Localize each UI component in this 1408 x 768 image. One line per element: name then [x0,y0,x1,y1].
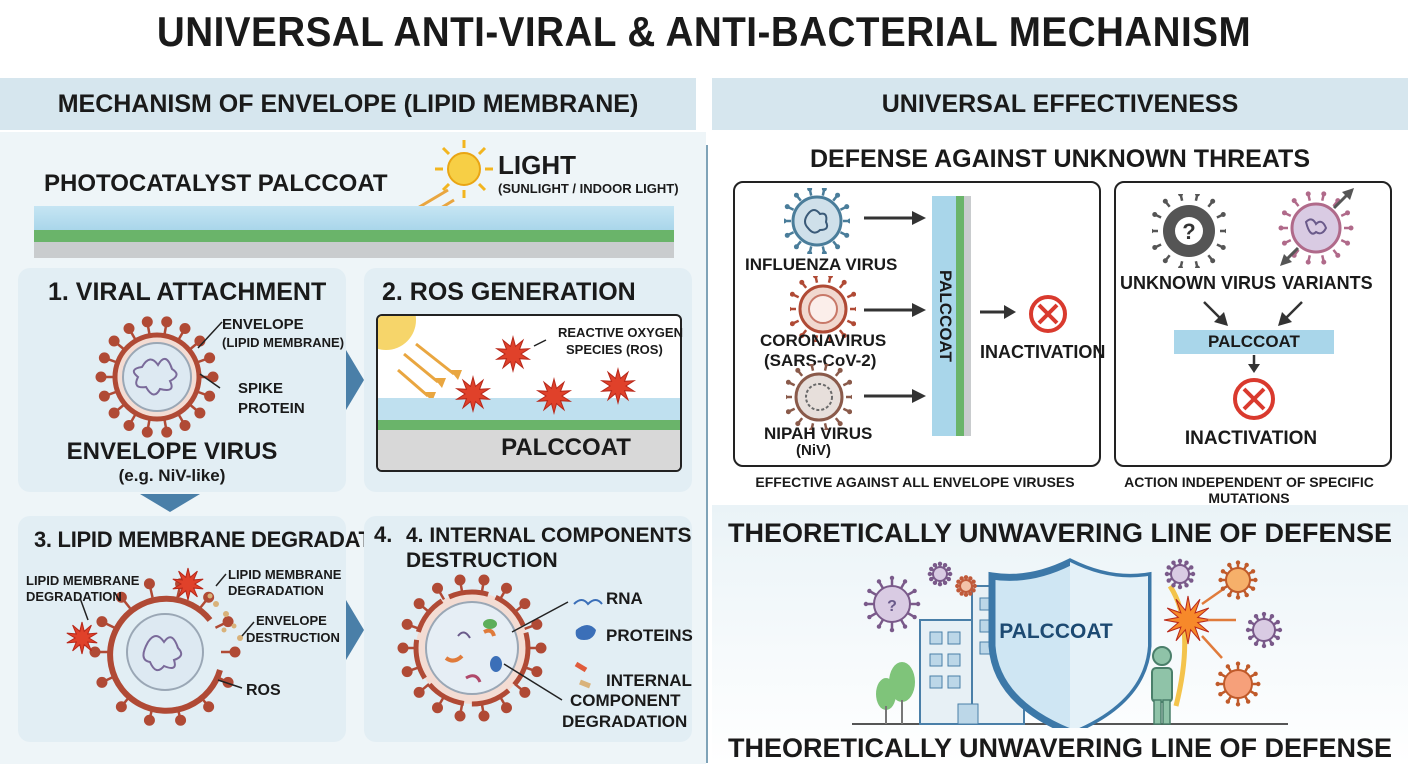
step1-pointer-lines [197,321,223,389]
coronavirus-label-1: CORONAVIRUS [760,331,887,350]
variants-virus-icon [1278,188,1354,266]
inactivation-label-1: INACTIVATION [980,342,1106,362]
light-label: LIGHT [498,150,576,180]
internal-label-2: COMPONENT [570,691,681,710]
envelope-label: ENVELOPE [222,316,304,333]
step2-coat-label: PALCCOAT [501,434,631,461]
converge-arrows [1203,301,1303,326]
envelope-virus-sub-label: (e.g. NiV-like) [118,466,226,485]
membrane-degradation-graphic [66,567,255,726]
shield-label: PALCCOAT [999,620,1113,643]
coronavirus-icon [790,276,856,342]
step2-title: 2. ROS GENERATION [382,278,636,306]
ros-label-step3: ROS [246,682,281,699]
ros-scene: PALCCOAT [376,314,682,472]
nipah-label-2: (NiV) [796,442,831,459]
section-divider [706,145,708,763]
membrane-deg-label-1a: LIPID MEMBRANE [26,573,140,588]
spike-label-1: SPIKE [238,380,284,397]
internal-destruction-graphic [397,574,603,722]
membrane-deg-label-2a: LIPID MEMBRANE [228,567,342,582]
flow-arrow-right-2 [346,600,364,660]
coating-green-layer [34,230,674,242]
palccoat-bar: PALCCOAT [1174,330,1334,354]
barrier-green [956,196,964,436]
barrier-gray [964,196,971,436]
influenza-label: INFLUENZA VIRUS [745,255,898,274]
coating-blue-layer [34,206,674,230]
envelope-destruction-label-b: DESTRUCTION [246,630,340,645]
inactivation-label-2: INACTIVATION [1184,428,1318,449]
barrier-blue [932,196,956,436]
step4-title-line2: DESTRUCTION [406,549,558,572]
ros-label-1: REACTIVE OXYGEN [558,325,683,340]
coating-gray-layer [34,242,674,258]
membrane-deg-label-2b: DEGRADATION [228,583,324,598]
left-section-header: MECHANISM OF ENVELOPE (LIPID MEMBRANE) D… [0,78,696,170]
virus-to-barrier-arrows [864,211,926,403]
light-sub-label: (SUNLIGHT / INDOOR LIGHT) [498,181,679,196]
rna-label: RNA [606,589,643,608]
envelope-sub-label: (LIPID MEMBRANE) [222,335,345,350]
nipah-virus-icon [786,364,852,430]
step3-title: 3. LIPID MEMBRANE DEGRADATION [34,527,410,552]
step4-title-num: 4. [374,522,393,547]
inactivation-icon-2 [1233,355,1275,420]
proteins-label: PROTEINS [606,626,693,645]
internal-label-3: DEGRADATION [562,712,688,731]
envelope-virus-icon [95,316,219,438]
unknown-virus-icon: ? [1152,194,1226,268]
variants-label: VARIANTS [1282,273,1373,293]
nipah-label-1: NIPAH VIRUS [764,424,873,443]
internal-label-1: INTERNAL [606,671,692,690]
inactivation-icon-1 [980,295,1067,333]
unknown-virus-label: UNKNOWN VIRUS [1120,273,1276,293]
defense-scene-graphic: ? [852,558,1288,728]
ros-scene-graphic [378,316,680,470]
coronavirus-label-2: (SARS-CoV-2) [764,351,877,370]
membrane-deg-label-1b: DEGRADATION [26,589,122,604]
ros-label-2: SPECIES (ROS) [566,342,663,357]
envelope-destruction-label-a: ENVELOPE [256,613,327,628]
line-of-defense-title: THEORETICALLY UNWAVERING LINE OF DEFENSE [727,518,1393,548]
step4-title-line1: 4. INTERNAL COMPONENTS [406,524,692,547]
svg-text:?: ? [1182,219,1195,244]
line-of-defense-bottom: THEORETICALLY UNWAVERING LINE OF DEFENSE [727,733,1393,763]
envelope-virus-label: ENVELOPE VIRUS [66,438,278,465]
coating-label: PHOTOCATALYST PALCCOAT [44,170,388,197]
influenza-virus-icon [784,188,850,254]
step1-title: 1. VIRAL ATTACHMENT [48,278,327,306]
flow-arrow-down [140,494,200,512]
box2-caption: ACTION INDEPENDENT OF SPECIFIC MUTATIONS [1124,474,1374,506]
spike-label-2: PROTEIN [238,400,305,417]
right-section-header: UNIVERSAL EFFECTIVENESS [712,78,1408,130]
barrier-label: PALCCOAT [936,270,955,362]
box1-caption: EFFECTIVE AGAINST ALL ENVELOPE VIRUSES [755,474,1075,490]
defense-title: DEFENSE AGAINST UNKNOWN THREATS [810,145,1310,173]
svg-text:?: ? [887,598,897,615]
flow-arrow-right-1 [346,350,364,410]
main-title: UNIVERSAL ANTI-VIRAL & ANTI-BACTERIAL ME… [156,8,1252,55]
